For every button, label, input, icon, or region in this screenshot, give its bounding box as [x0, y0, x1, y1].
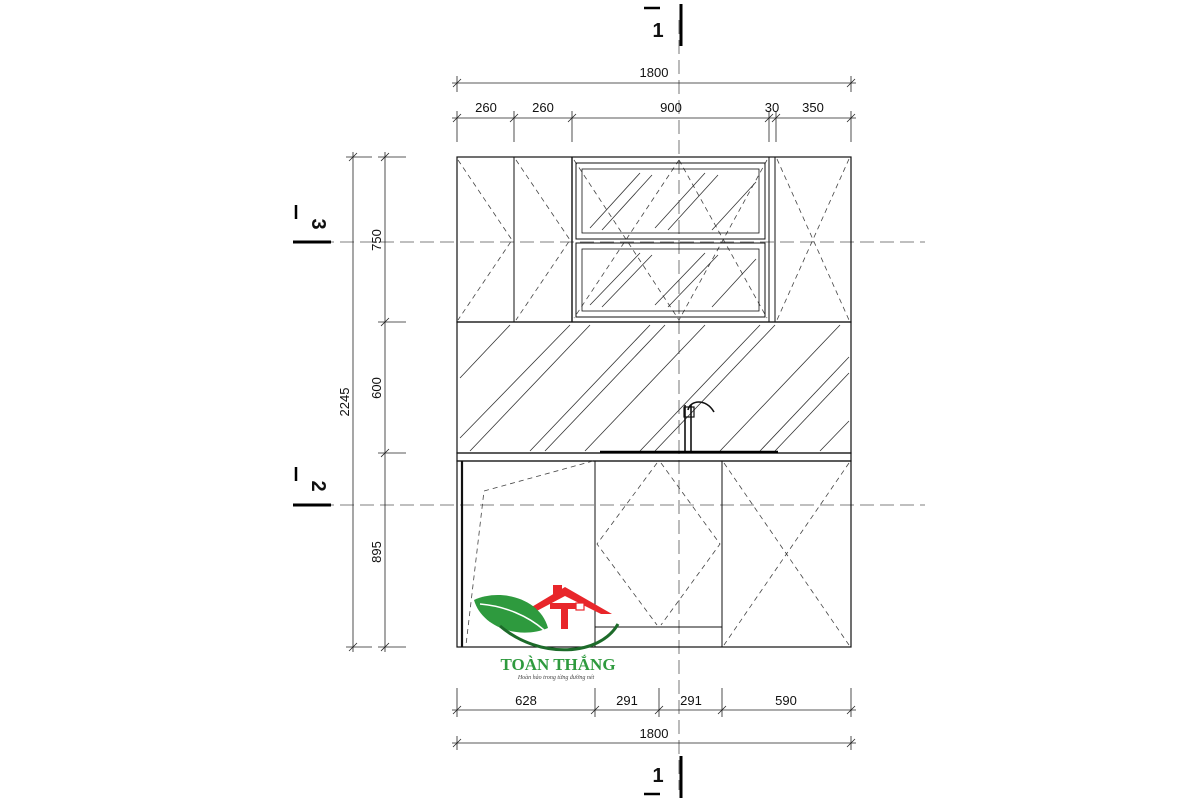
section-marker-bottom: 1	[644, 756, 683, 798]
bottom-seg-label-4: 590	[775, 693, 797, 708]
countertop	[456, 450, 852, 462]
upper-cabinets	[456, 156, 852, 323]
bottom-total-label: 1800	[640, 726, 669, 741]
section-mark-lower-label: 2	[307, 480, 329, 491]
left-seg-label-1: 750	[369, 229, 384, 251]
bottom-segment-dimension	[452, 688, 856, 717]
top-total-dimension	[452, 76, 856, 92]
top-seg-label-4: 30	[765, 100, 779, 115]
section-mark-top-label: 1	[652, 20, 663, 42]
left-segment-dimension	[378, 152, 406, 652]
bottom-seg-label-3: 291	[680, 693, 702, 708]
top-total-label: 1800	[640, 65, 669, 80]
bottom-seg-label-1: 628	[515, 693, 537, 708]
top-seg-label-1: 260	[475, 100, 497, 115]
axis-lines	[300, 20, 925, 790]
left-seg-label-2: 600	[369, 377, 384, 399]
section-mark-upper-label: 3	[307, 218, 329, 229]
section-marker-upper-left: 3	[293, 205, 331, 244]
logo-brand-name: TOÀN THẮNG	[500, 655, 615, 674]
base-cabinets	[456, 460, 852, 648]
left-total-dimension	[346, 152, 372, 652]
section-mark-bottom-label: 1	[652, 765, 663, 787]
section-marker-lower-left: 2	[293, 467, 331, 507]
bottom-seg-label-2: 291	[616, 693, 638, 708]
logo-tagline: Hoàn hảo trong từng đường nét	[517, 675, 595, 681]
faucet-icon	[683, 401, 715, 451]
leaf-logo-icon	[474, 595, 620, 652]
backsplash	[456, 321, 852, 454]
left-total-label: 2245	[337, 388, 352, 417]
house-logo-icon	[520, 585, 612, 629]
section-marker-top: 1	[644, 4, 683, 46]
top-seg-label-3: 900	[660, 100, 682, 115]
left-seg-label-3: 895	[369, 541, 384, 563]
bottom-total-dimension	[452, 736, 856, 750]
top-segment-dimension	[452, 111, 856, 142]
top-seg-label-2: 260	[532, 100, 554, 115]
toan-thang-logo: TOÀN THẮNG Hoàn hảo trong từng đường nét	[474, 585, 620, 681]
top-seg-label-5: 350	[802, 100, 824, 115]
